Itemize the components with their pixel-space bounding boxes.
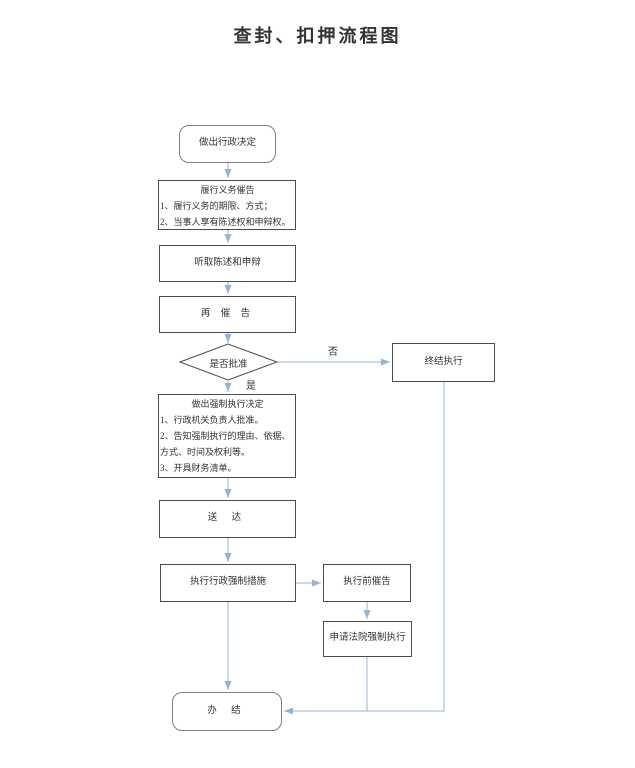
node-execute: 执行行政强制措施 bbox=[160, 564, 296, 602]
node-deliver: 送 达 bbox=[159, 500, 296, 538]
node-terminate-label: 终结执行 bbox=[424, 356, 463, 367]
flow-edges bbox=[224, 163, 445, 715]
node-finish-label: 办 结 bbox=[207, 705, 247, 716]
node-obligation-notice-line: 1、履行义务的期限、方式； bbox=[160, 201, 273, 211]
node-obligation-notice-line: 2、当事人享有陈述权和申辩权。 bbox=[160, 217, 291, 227]
edge-label-no: 否 bbox=[328, 347, 338, 358]
node-court: 申请法院强制执行 bbox=[323, 621, 412, 657]
node-re-notice: 再 催 告 bbox=[159, 296, 296, 333]
page-title: 查封、扣押流程图 bbox=[233, 26, 402, 46]
node-execute-label: 执行行政强制措施 bbox=[189, 577, 266, 588]
node-obligation-notice-title: 履行义务催告 bbox=[200, 185, 255, 195]
node-enforce-decision-line: 2、告知强制执行的理由、依据、方式、时间及权利等。 bbox=[160, 431, 291, 457]
node-pre-exec-notice: 执行前催告 bbox=[323, 564, 411, 602]
node-decision-label: 是否批准 bbox=[209, 360, 248, 370]
node-terminate: 终结执行 bbox=[392, 343, 495, 382]
node-obligation-notice: 履行义务催告 1、履行义务的期限、方式； 2、当事人享有陈述权和申辩权。 bbox=[158, 180, 296, 230]
node-finish: 办 结 bbox=[172, 692, 282, 731]
node-enforce-decision-title: 做出强制执行决定 bbox=[191, 399, 264, 409]
node-start-label: 做出行政决定 bbox=[198, 138, 256, 149]
node-pre-exec-notice-label: 执行前催告 bbox=[343, 577, 391, 588]
node-court-label: 申请法院强制执行 bbox=[329, 633, 406, 644]
decision-diamond-shape bbox=[178, 343, 279, 381]
node-deliver-label: 送 达 bbox=[207, 513, 248, 524]
node-start: 做出行政决定 bbox=[179, 125, 276, 163]
node-enforce-decision: 做出强制执行决定 1、行政机关负责人批准。 2、告知强制执行的理由、依据、方式、… bbox=[158, 394, 296, 478]
node-listen-label: 听取陈述和申辩 bbox=[194, 257, 261, 268]
node-enforce-decision-line: 1、行政机关负责人批准。 bbox=[160, 415, 264, 425]
node-enforce-decision-line: 3、开具财务清单。 bbox=[160, 463, 237, 473]
node-re-notice-label: 再 催 告 bbox=[200, 308, 255, 319]
node-listen: 听取陈述和申辩 bbox=[159, 245, 296, 282]
edge-label-yes: 是 bbox=[246, 381, 256, 392]
